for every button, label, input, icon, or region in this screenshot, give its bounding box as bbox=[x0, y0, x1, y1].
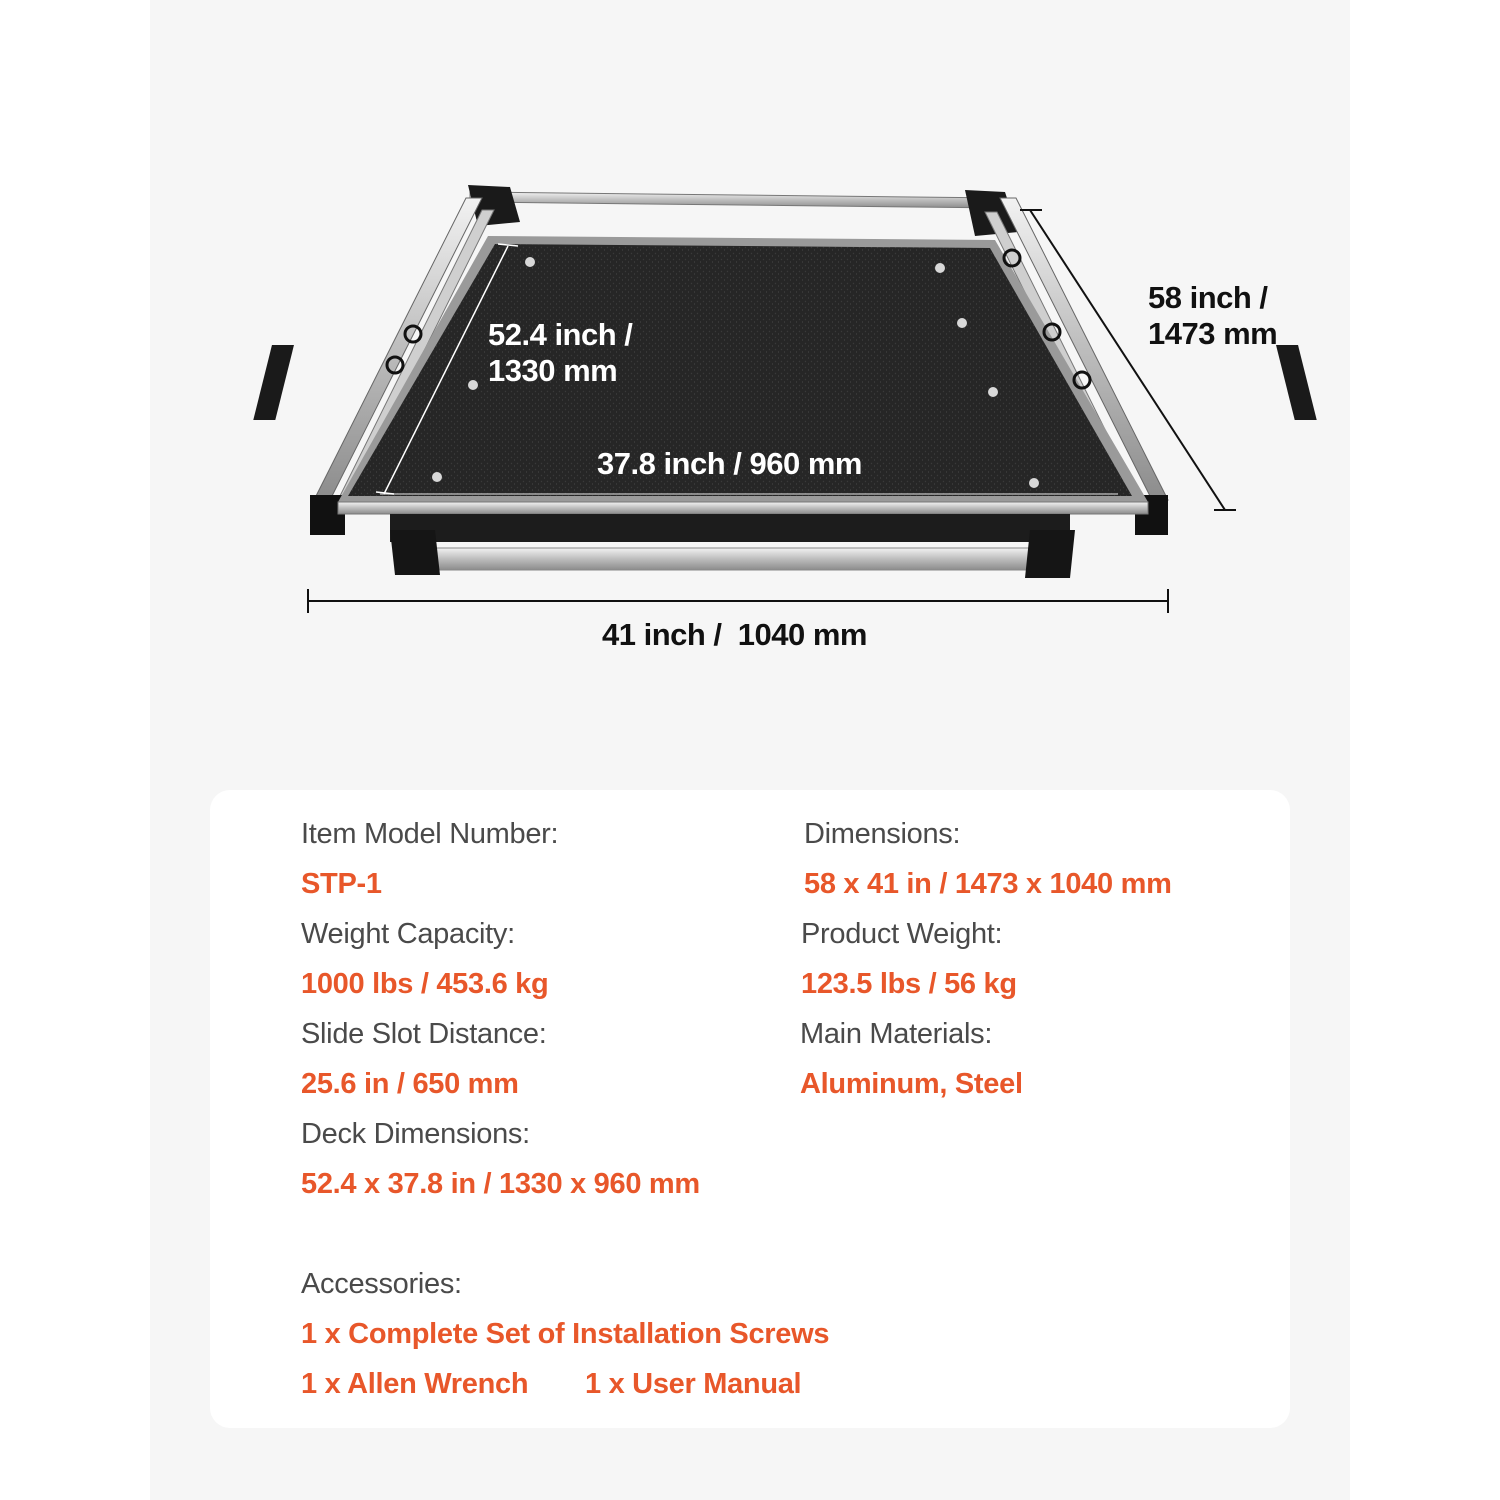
outer-length-mm: 1473 mm bbox=[1148, 316, 1278, 351]
spec-label: Main Materials: bbox=[800, 1018, 993, 1050]
deck-surface bbox=[338, 236, 1148, 502]
accessory-item: 1 x User Manual bbox=[585, 1368, 802, 1400]
spec-label: Slide Slot Distance: bbox=[301, 1018, 547, 1050]
spec-value: 52.4 x 37.8 in / 1330 x 960 mm bbox=[301, 1168, 700, 1200]
spec-value: Aluminum, Steel bbox=[800, 1068, 1023, 1100]
deck-width-label: 37.8 inch / 960 mm bbox=[597, 446, 862, 481]
spec-product-weight: Product Weight: 123.5 lbs / 56 kg bbox=[801, 916, 1017, 1002]
deck-length-inch: 52.4 inch / bbox=[488, 317, 633, 352]
spec-label: Weight Capacity: bbox=[301, 918, 515, 950]
spec-deck-dimensions: Deck Dimensions: 52.4 x 37.8 in / 1330 x… bbox=[301, 1116, 700, 1202]
accessories-title: Accessories: bbox=[301, 1268, 462, 1300]
spec-value: 123.5 lbs / 56 kg bbox=[801, 968, 1017, 1000]
spec-value: 25.6 in / 650 mm bbox=[301, 1068, 519, 1100]
spec-model-number: Item Model Number: STP-1 bbox=[301, 816, 559, 902]
spec-value: 58 x 41 in / 1473 x 1040 mm bbox=[804, 868, 1172, 900]
spec-label: Product Weight: bbox=[801, 918, 1003, 950]
spec-label: Dimensions: bbox=[804, 818, 961, 850]
spec-value: 1000 lbs / 453.6 kg bbox=[301, 968, 549, 1000]
deck-length-label: 52.4 inch / 1330 mm bbox=[488, 317, 633, 389]
spec-weight-capacity: Weight Capacity: 1000 lbs / 453.6 kg bbox=[301, 916, 549, 1002]
slide-tray-illustration bbox=[253, 185, 1317, 613]
accessory-item: 1 x Allen Wrench bbox=[301, 1368, 529, 1400]
deck-measure-guides bbox=[375, 243, 1118, 495]
spec-label: Deck Dimensions: bbox=[301, 1118, 530, 1150]
back-rail bbox=[468, 185, 1018, 236]
spec-value: STP-1 bbox=[301, 868, 382, 900]
outer-width-label: 41 inch / 1040 mm bbox=[602, 617, 867, 652]
outer-length-inch: 58 inch / bbox=[1148, 280, 1268, 315]
front-frame bbox=[337, 501, 1149, 578]
spec-label: Item Model Number: bbox=[301, 818, 559, 850]
outer-length-label: 58 inch / 1473 mm bbox=[1148, 280, 1278, 352]
spec-dimensions: Dimensions: 58 x 41 in / 1473 x 1040 mm bbox=[804, 816, 1172, 902]
left-side-rail bbox=[253, 197, 495, 535]
deck-length-mm: 1330 mm bbox=[488, 353, 618, 388]
length-dimension-line bbox=[1020, 209, 1236, 511]
accessory-item: 1 x Complete Set of Installation Screws bbox=[301, 1318, 830, 1350]
specs-card bbox=[210, 790, 1290, 1428]
spec-main-materials: Main Materials: Aluminum, Steel bbox=[800, 1016, 1023, 1102]
width-dimension-line bbox=[307, 589, 1169, 613]
spec-slide-slot-distance: Slide Slot Distance: 25.6 in / 650 mm bbox=[301, 1016, 547, 1102]
